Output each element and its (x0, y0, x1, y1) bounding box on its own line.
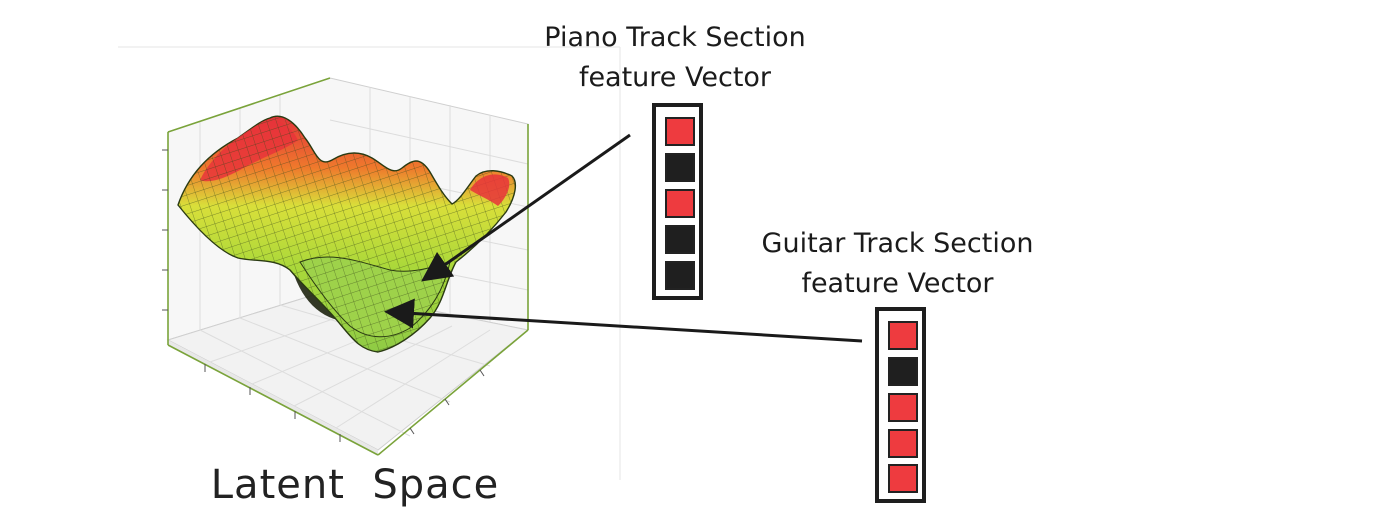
piano-feature-vector (652, 103, 703, 300)
guitar-vector-cell (888, 357, 918, 386)
guitar-feature-vector (875, 307, 926, 503)
piano-title-line2: feature Vector (578, 62, 772, 93)
guitar-vector-cell (888, 429, 918, 458)
piano-vector-title: Piano Track Section feature Vector (520, 18, 830, 98)
piano-vector-cell (665, 117, 695, 146)
piano-vector-cell (665, 261, 695, 290)
piano-vector-cell (665, 189, 695, 218)
guitar-title-line2: feature Vector (801, 268, 994, 299)
latent-space-label: Latent Space (210, 462, 500, 508)
piano-arrow (421, 133, 631, 282)
guitar-vector-cell (888, 464, 918, 493)
guitar-vector-cell (888, 321, 918, 350)
piano-vector-cell (665, 225, 695, 254)
guitar-vector-cell (888, 393, 918, 422)
guitar-title-line1: Guitar Track Section (761, 228, 1034, 259)
latent-space-plot (118, 46, 621, 480)
piano-title-line1: Piano Track Section (544, 22, 806, 53)
piano-vector-cell (665, 153, 695, 182)
guitar-vector-title: Guitar Track Section feature Vector (745, 224, 1050, 304)
guitar-arrow (384, 298, 863, 343)
